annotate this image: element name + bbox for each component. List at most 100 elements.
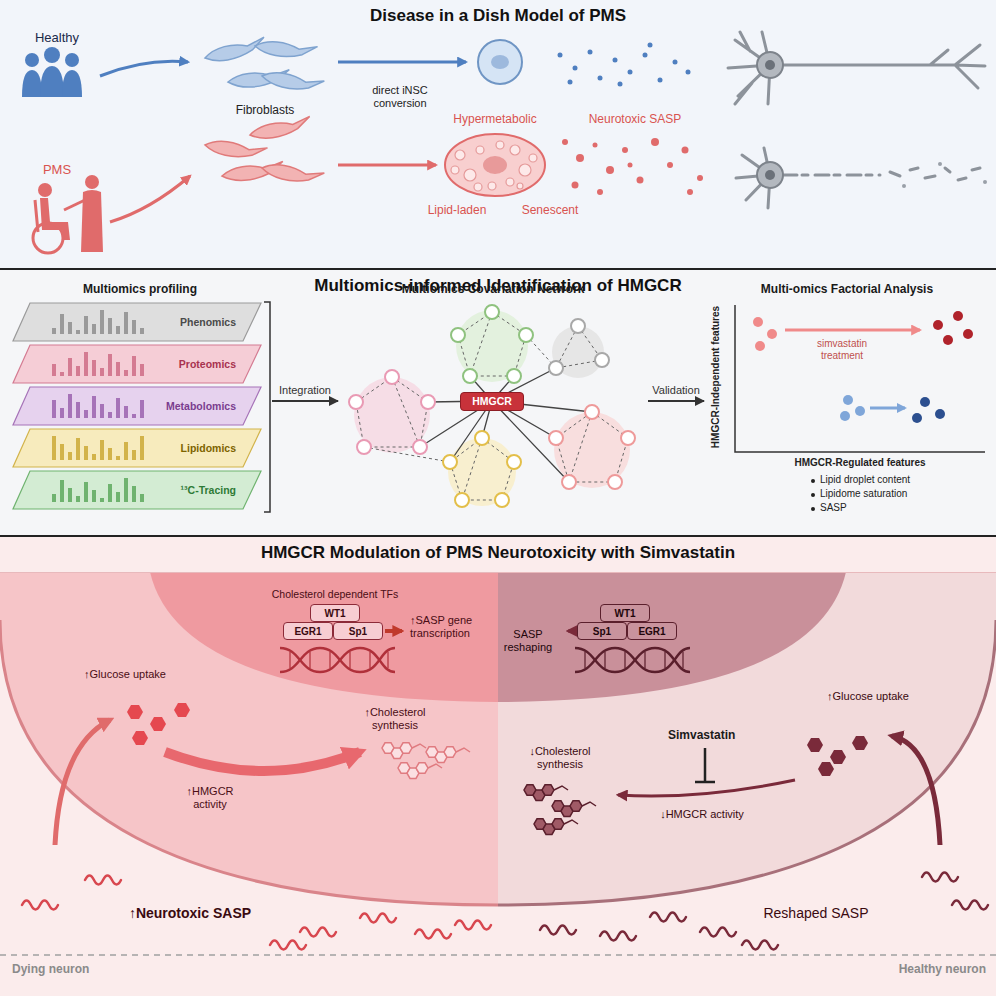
data-bar bbox=[84, 410, 88, 418]
node-text: Sp1 bbox=[593, 626, 611, 637]
edge-label: Validation bbox=[652, 384, 700, 397]
group-title: Multi-omics Factorial Analysis bbox=[761, 282, 933, 296]
data-bar bbox=[108, 318, 112, 334]
data-bar bbox=[124, 370, 128, 376]
data-bar bbox=[108, 448, 112, 460]
data-bar bbox=[116, 362, 120, 376]
text-label: SASP reshaping bbox=[495, 628, 561, 654]
gene-box: HMGCR bbox=[460, 392, 524, 411]
network-group: Multiomics Covariation NetworkHMGCR bbox=[338, 280, 648, 522]
data-bar bbox=[92, 324, 96, 334]
data-bar bbox=[124, 478, 128, 502]
data-bar bbox=[60, 444, 64, 460]
data-bar bbox=[68, 452, 72, 460]
data-bar bbox=[76, 496, 80, 502]
data-bar bbox=[100, 440, 104, 460]
data-bar bbox=[76, 402, 80, 418]
flow-arrow bbox=[272, 400, 338, 402]
data-bar bbox=[68, 488, 72, 502]
data-bar bbox=[108, 484, 112, 502]
data-bar bbox=[140, 400, 144, 418]
data-bar bbox=[84, 446, 88, 460]
text-label: Dying neuron bbox=[12, 962, 152, 976]
data-bar bbox=[100, 368, 104, 376]
tf-box: EGR1 bbox=[283, 622, 333, 640]
text-label: ↑Glucose uptake bbox=[826, 690, 910, 703]
text-label: Lipid-laden bbox=[415, 203, 499, 217]
node-text: WT1 bbox=[614, 608, 635, 619]
node-text: Lipidomics bbox=[181, 442, 236, 454]
text-label: ↑SASP gene transcription bbox=[410, 614, 492, 640]
text-label: ↑Cholesterol synthesis bbox=[350, 706, 440, 732]
text-label: Healthy bbox=[10, 30, 104, 46]
text-label: Fibroblasts bbox=[200, 103, 330, 117]
data-bar bbox=[60, 480, 64, 502]
data-bar bbox=[92, 490, 96, 502]
text-label: ↑HMGCR activity bbox=[172, 785, 248, 811]
layer-shape bbox=[13, 387, 261, 425]
omics-layer: ¹³C-Tracing bbox=[12, 470, 262, 510]
group-title: Multiomics Covariation Network bbox=[402, 282, 585, 296]
text-label: Cholesterol dependent TFs bbox=[240, 588, 430, 601]
data-bar bbox=[60, 408, 64, 418]
data-bar bbox=[52, 328, 56, 334]
data-bar bbox=[108, 354, 112, 376]
text-label: ↓Cholesterol synthesis bbox=[515, 745, 605, 771]
data-bar bbox=[124, 312, 128, 334]
node-text: Sp1 bbox=[349, 626, 367, 637]
node-text: WT1 bbox=[324, 608, 345, 619]
data-bar bbox=[140, 436, 144, 460]
data-bar bbox=[76, 438, 80, 460]
text-label: HMGCR-Regulated features bbox=[735, 457, 985, 469]
tf-box: WT1 bbox=[310, 604, 360, 622]
edge-label: Integration bbox=[279, 384, 331, 397]
tf-box: EGR1 bbox=[627, 622, 677, 640]
data-bar bbox=[132, 486, 136, 502]
text-label: ↑Glucose uptake bbox=[82, 668, 168, 681]
group-title: Multiomics profiling bbox=[83, 282, 197, 296]
layer-shape bbox=[13, 303, 261, 341]
text-label: Lipid droplet content bbox=[820, 474, 980, 486]
text-label: Hypermetabolic bbox=[440, 112, 550, 126]
panel-title: Disease in a Dish Model of PMS bbox=[370, 6, 626, 26]
text-label: ↓HMGCR activity bbox=[660, 808, 744, 821]
omics-layer: Metabolomics bbox=[12, 386, 262, 426]
omics-layer: Proteomics bbox=[12, 344, 262, 384]
data-bar bbox=[140, 328, 144, 334]
omics-layer: Phenomics bbox=[12, 302, 262, 342]
data-bar bbox=[100, 498, 104, 502]
data-bar bbox=[52, 400, 56, 418]
data-bar bbox=[84, 482, 88, 502]
data-bar bbox=[60, 314, 64, 334]
node-text: HMGCR bbox=[472, 396, 512, 408]
text-label: PMS bbox=[10, 162, 104, 178]
analysis-group: Multi-omics Factorial Analysis bbox=[704, 280, 990, 522]
data-bar bbox=[68, 394, 72, 418]
panel-title: HMGCR Modulation of PMS Neurotoxicity wi… bbox=[261, 543, 735, 563]
panel-band: HMGCR Modulation of PMS Neurotoxicity wi… bbox=[0, 537, 996, 996]
data-bar bbox=[132, 320, 136, 334]
data-bar bbox=[116, 492, 120, 502]
data-bar bbox=[52, 436, 56, 460]
data-bar bbox=[132, 450, 136, 460]
node-text: Phenomics bbox=[180, 316, 236, 328]
data-bar bbox=[60, 372, 64, 376]
data-bar bbox=[132, 414, 136, 418]
node-text: Proteomics bbox=[179, 358, 236, 370]
data-bar bbox=[52, 494, 56, 502]
data-bar bbox=[68, 358, 72, 376]
data-bar bbox=[132, 356, 136, 376]
data-bar bbox=[68, 322, 72, 334]
data-bar bbox=[84, 316, 88, 334]
tf-box: Sp1 bbox=[577, 622, 627, 640]
data-bar bbox=[124, 406, 128, 418]
data-bar bbox=[124, 442, 128, 460]
data-bar bbox=[52, 364, 56, 376]
data-bar bbox=[76, 366, 80, 376]
node-text: EGR1 bbox=[294, 626, 321, 637]
layer-shape bbox=[13, 429, 261, 467]
data-bar bbox=[116, 456, 120, 460]
data-bar bbox=[92, 396, 96, 418]
layer-shape bbox=[13, 471, 261, 509]
